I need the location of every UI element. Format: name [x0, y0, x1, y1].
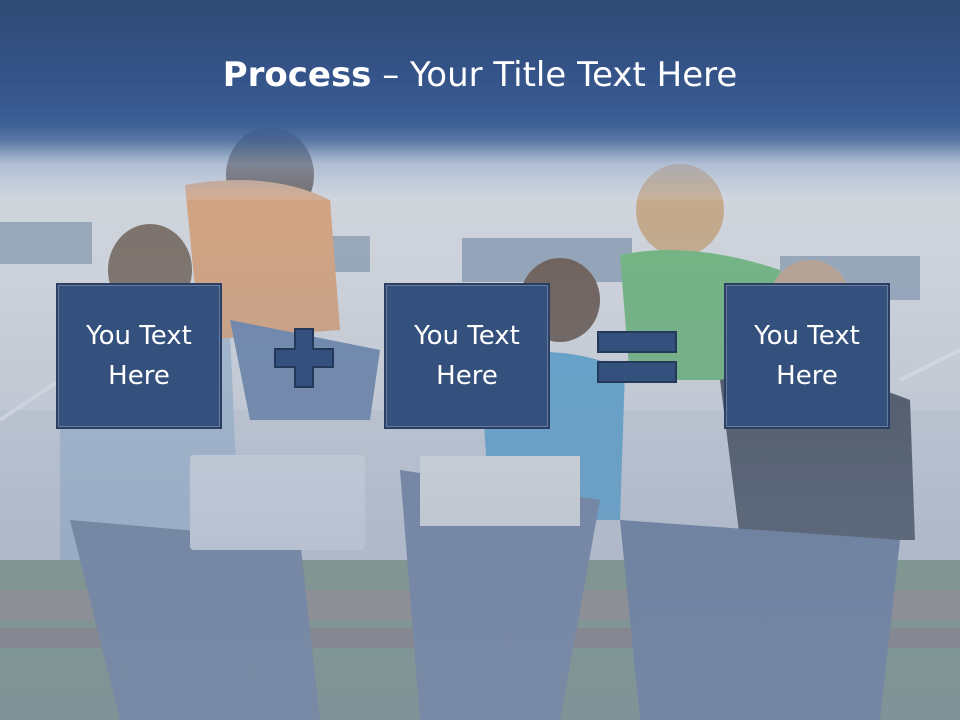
process-box-2[interactable]: You Text Here — [384, 283, 550, 429]
process-box-1-text: You Text Here — [86, 321, 192, 391]
process-box-3-text: You Text Here — [754, 321, 860, 391]
plus-icon — [274, 328, 334, 388]
slide-title: Process – Your Title Text Here — [0, 52, 960, 98]
title-rest: – Your Title Text Here — [371, 55, 738, 95]
process-box-3[interactable]: You Text Here — [724, 283, 890, 429]
equals-icon — [597, 331, 677, 383]
header-band — [0, 0, 960, 200]
title-bold: Process — [222, 55, 372, 95]
process-box-1[interactable]: You Text Here — [56, 283, 222, 429]
process-box-2-text: You Text Here — [414, 321, 520, 391]
